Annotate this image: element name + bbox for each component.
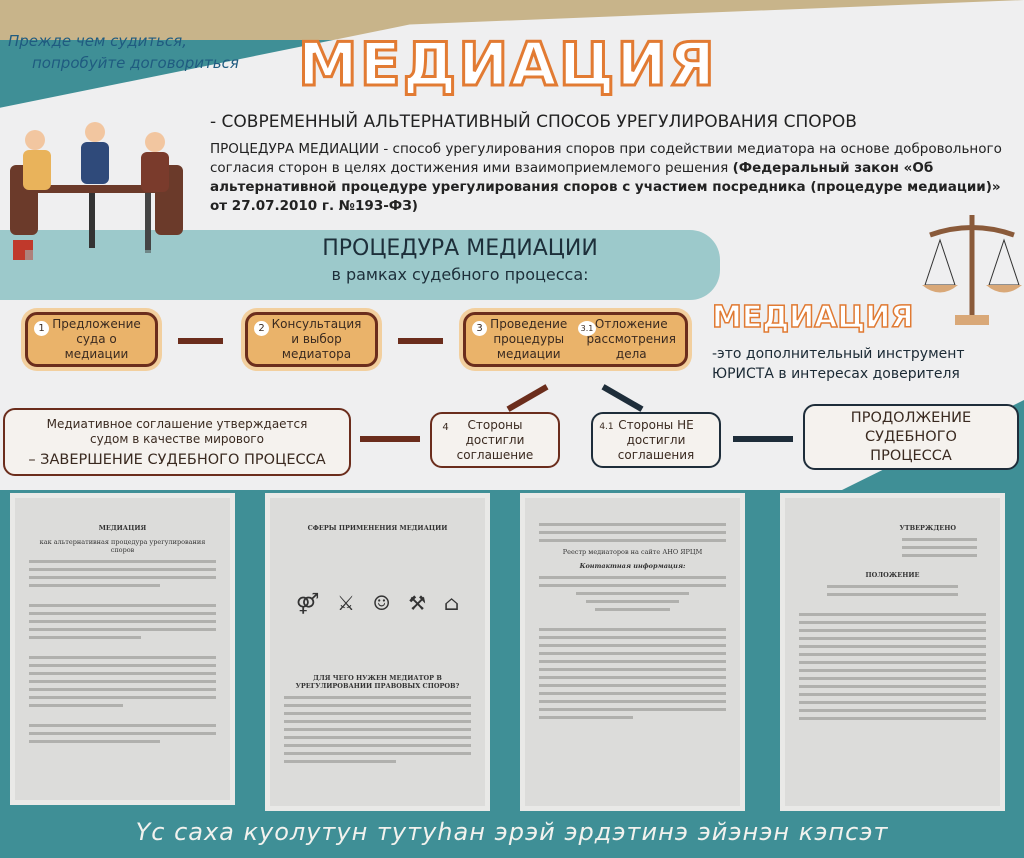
step-3: 3 Проведение процедуры медиации 3.1 Отло… <box>463 312 688 367</box>
procedure-heading: ПРОЦЕДУРА МЕДИАЦИИ в рамках судебного пр… <box>322 236 598 284</box>
side-title: МЕДИАЦИЯ <box>711 299 914 336</box>
footer-slogan: Үс саха куолутун тутуһан эрэй эрдэтинэ э… <box>135 818 889 846</box>
arrow-left-icon <box>360 436 420 442</box>
fencing-icon: ⚔ <box>337 591 355 615</box>
icons-grid: ⚤ ⚔ ☺ ⚒ ⌂ <box>284 538 471 668</box>
side-description: -это дополнительный инструмент ЮРИСТА в … <box>712 346 965 382</box>
slogan: Прежде чем судиться, попробуйте договори… <box>8 32 239 72</box>
document-1: МЕДИАЦИЯ как альтернативная процедура ур… <box>15 498 230 800</box>
description: ПРОЦЕДУРА МЕДИАЦИИ - способ урегулирован… <box>210 141 1002 214</box>
arrow-right-icon <box>733 436 793 442</box>
family-icon: ⚤ <box>295 591 320 615</box>
outcome-agreement: Медиативное соглашение утверждается судо… <box>3 408 351 476</box>
office-icon: ⌂ <box>443 591 460 615</box>
arrow-right-icon <box>178 338 223 344</box>
document-3: Реестр медиаторов на сайте АНО ЯРЦМ Конт… <box>525 498 740 806</box>
scales-icon <box>922 215 1022 325</box>
meeting-illustration <box>10 122 185 260</box>
procedure-band <box>0 230 720 300</box>
subtitle: - СОВРЕМЕННЫЙ АЛЬТЕРНАТИВНЫЙ СПОСОБ УРЕГ… <box>210 112 857 132</box>
document-4: УТВЕРЖДЕНО ПОЛОЖЕНИЕ <box>785 498 1000 806</box>
poster-title: МЕДИАЦИЯ <box>297 29 717 102</box>
people-icon: ☺ <box>372 591 391 615</box>
arrow-right-icon <box>398 338 443 344</box>
outcome-no-agreement: ПРОДОЛЖЕНИЕ СУДЕБНОГО ПРОЦЕССА <box>803 404 1019 470</box>
worker-icon: ⚒ <box>408 591 427 615</box>
document-2: СФЕРЫ ПРИМЕНЕНИЯ МЕДИАЦИИ ⚤⚔ ☺⚒ ⌂ ДЛЯ ЧЕ… <box>270 498 485 806</box>
